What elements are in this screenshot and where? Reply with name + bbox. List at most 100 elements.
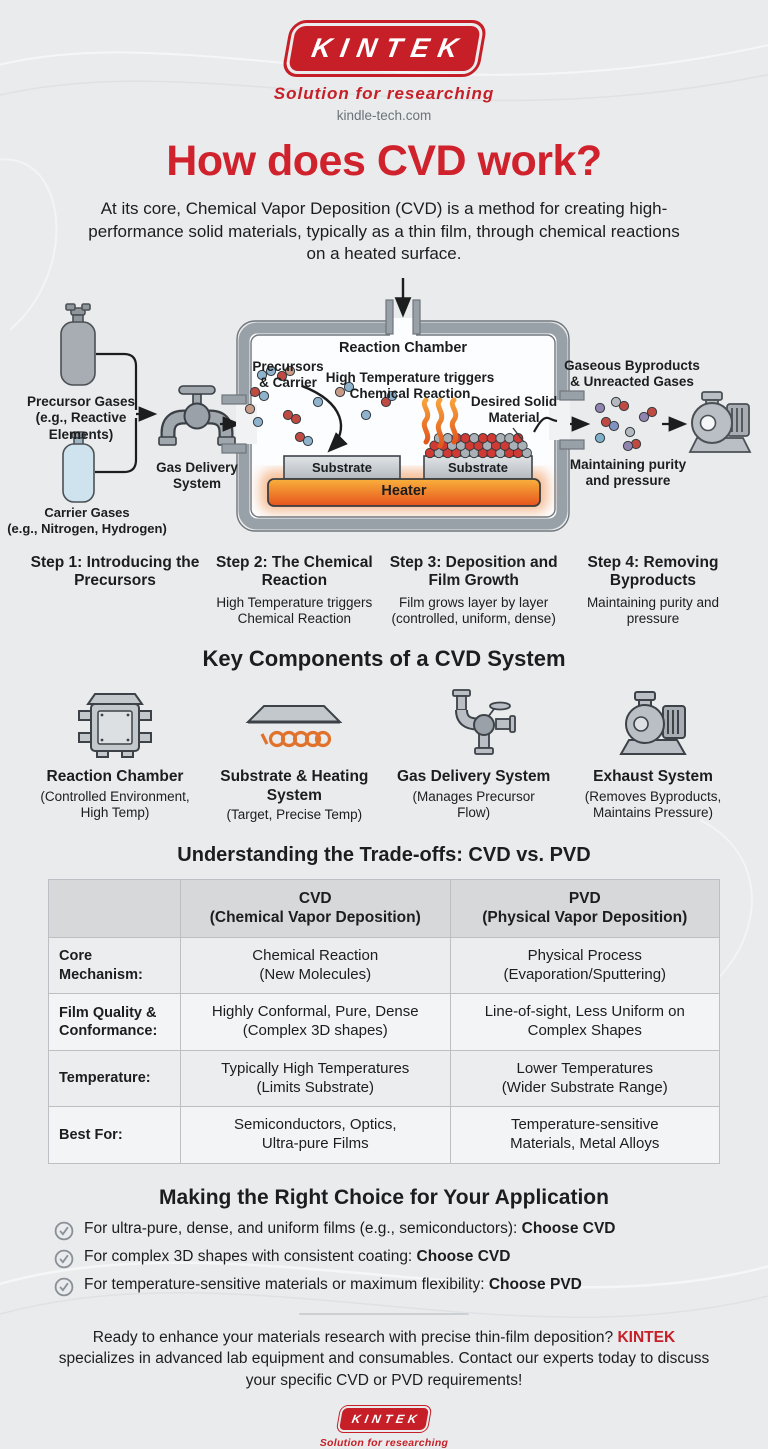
precursor-molecules: [244, 365, 398, 446]
component-desc: (Controlled Environment, High Temp): [40, 788, 190, 821]
row-label: Best For:: [48, 1106, 181, 1164]
row-label: Film Quality & Conformance:: [48, 993, 181, 1051]
component-desc: (Manages Precursor Flow): [412, 788, 535, 821]
cvd-process-diagram: Precursor Gases (e.g., Reactive Elements…: [0, 274, 768, 546]
pvd-column-header: PVD (Physical Vapor Deposition): [449, 879, 720, 938]
exhaust-system-icon: [568, 682, 738, 764]
reaction-chamber-icon: [30, 682, 200, 764]
component-name: Reaction Chamber: [46, 767, 184, 785]
process-diagram-illustration: [60, 277, 752, 532]
substrate-right-label: Substrate: [448, 459, 508, 475]
check-icon: [54, 1221, 74, 1241]
key-components-section: Key Components of a CVD System Reaction …: [0, 646, 768, 824]
tradeoffs-section: Understanding the Trade-offs: CVD vs. PV…: [0, 844, 768, 1164]
step-2-subtitle: High Temperature triggers Chemical React…: [216, 595, 373, 627]
substrate-left-label: Substrate: [312, 459, 372, 475]
row-label: Core Mechanism:: [48, 936, 181, 995]
component-desc: (Target, Precise Temp): [226, 807, 363, 823]
high-temperature-label: High Temperature triggers Chemical React…: [325, 369, 495, 402]
gas-merge-lines: [95, 352, 158, 473]
choice-item: For ultra-pure, dense, and uniform films…: [54, 1220, 714, 1241]
footer-divider: [299, 1312, 469, 1315]
component-reaction-chamber: Reaction Chamber (Controlled Environment…: [30, 682, 200, 824]
tradeoffs-heading: Understanding the Trade-offs: CVD vs. PV…: [177, 844, 591, 867]
header: KINTEK Solution for researching kindle-t…: [0, 0, 768, 123]
check-icon: [54, 1277, 74, 1297]
step-2-title: Step 2: The Chemical Reaction: [215, 553, 373, 590]
step-3-subtitle: Film grows layer by layer (controlled, u…: [391, 595, 556, 627]
check-icon: [54, 1249, 74, 1269]
byproducts-label: Gaseous Byproducts & Unreacted Gases: [564, 357, 700, 390]
footer-cta: Ready to enhance your materials research…: [54, 1327, 714, 1392]
table-row: Best For: Semiconductors, Optics, Ultra-…: [48, 1106, 720, 1164]
precursor-cylinder-icon: [60, 303, 96, 386]
maintaining-label: Maintaining purity and pressure: [569, 456, 687, 489]
pvd-cell: Physical Process (Evaporation/Sputtering…: [449, 936, 720, 995]
step-4-subtitle: Maintaining purity and pressure: [586, 595, 720, 627]
table-row: Film Quality & Conformance: Highly Confo…: [48, 993, 720, 1051]
desired-solid-label: Desired Solid Material: [470, 393, 558, 426]
table-row: Core Mechanism: Chemical Reaction (New M…: [48, 936, 720, 995]
choice-heading: Making the Right Choice for Your Applica…: [159, 1185, 609, 1209]
cvd-column-header: CVD (Chemical Vapor Deposition): [180, 879, 451, 938]
component-exhaust: Exhaust System (Removes Byproducts, Main…: [568, 682, 738, 824]
step-4-title: Step 4: Removing Byproducts: [587, 553, 719, 590]
component-gas-delivery: Gas Delivery System (Manages Precursor F…: [389, 682, 559, 824]
component-name: Substrate & Heating System: [220, 767, 369, 804]
component-name: Exhaust System: [593, 767, 713, 785]
process-steps: Step 1: Introducing the Precursors Step …: [0, 546, 768, 628]
kintek-logo-badge-small: KINTEK: [336, 1404, 432, 1433]
choice-text: For complex 3D shapes with consistent co…: [84, 1247, 511, 1265]
table-row: Temperature: Typically High Temperatures…: [48, 1049, 720, 1108]
pvd-cell: Line-of-sight, Less Uniform on Complex S…: [449, 993, 720, 1051]
choice-list: For ultra-pure, dense, and uniform films…: [54, 1220, 714, 1297]
gas-delivery-label: Gas Delivery System: [156, 459, 238, 492]
byproduct-exit-curve: [533, 416, 558, 433]
step-3: Step 3: Deposition and Film Growth Film …: [387, 554, 561, 628]
choice-section: Making the Right Choice for Your Applica…: [0, 1186, 768, 1297]
table-header-row: CVD (Chemical Vapor Deposition) PVD (Phy…: [48, 879, 720, 938]
step-2: Step 2: The Chemical Reaction High Tempe…: [207, 554, 381, 628]
intro-section: How does CVD work? At its core, Chemical…: [0, 137, 768, 266]
deposition-arrow: [301, 384, 348, 453]
choice-item: For temperature-sensitive materials or m…: [54, 1276, 714, 1297]
pvd-cell: Temperature-sensitive Materials, Metal A…: [449, 1106, 720, 1164]
cvd-cell: Highly Conformal, Pure, Dense (Complex 3…: [180, 993, 451, 1051]
kintek-logo: KINTEK: [0, 20, 768, 77]
step-3-title: Step 3: Deposition and Film Growth: [389, 553, 558, 590]
page-title: How does CVD work?: [166, 137, 602, 185]
table-corner-cell: [48, 879, 181, 938]
cvd-pvd-table: CVD (Chemical Vapor Deposition) PVD (Phy…: [48, 879, 720, 1164]
choice-text: For temperature-sensitive materials or m…: [84, 1275, 582, 1293]
heat-flames-icon: [421, 397, 459, 449]
precursor-gases-label: Precursor Gases (e.g., Reactive Elements…: [26, 393, 136, 442]
cta-brand: KINTEK: [617, 1328, 676, 1346]
reaction-chamber-label: Reaction Chamber: [338, 339, 468, 356]
footer-logo: KINTEK Solution for researching: [0, 1404, 768, 1449]
cvd-cell: Semiconductors, Optics, Ultra-pure Films: [180, 1106, 451, 1164]
heater-label: Heater: [381, 482, 427, 499]
component-substrate-heating: Substrate & Heating System (Target, Prec…: [209, 682, 379, 824]
cvd-cell: Typically High Temperatures (Limits Subs…: [180, 1049, 451, 1108]
gas-delivery-icon: [389, 682, 559, 764]
substrate-heating-icon: [209, 682, 379, 764]
choice-item: For complex 3D shapes with consistent co…: [54, 1248, 714, 1269]
precursors-carrier-label: Precursors & Carrier: [252, 358, 324, 391]
components-heading: Key Components of a CVD System: [202, 645, 566, 671]
choice-text: For ultra-pure, dense, and uniform films…: [84, 1219, 616, 1237]
row-label: Temperature:: [48, 1049, 181, 1108]
component-desc: (Removes Byproducts, Maintains Pressure): [584, 788, 722, 821]
brand-website: kindle-tech.com: [336, 108, 432, 123]
carrier-gases-label: Carrier Gases (e.g., Nitrogen, Hydrogen): [7, 504, 167, 536]
step-1-title: Step 1: Introducing the Precursors: [30, 553, 200, 590]
component-name: Gas Delivery System: [396, 767, 551, 785]
cvd-cell: Chemical Reaction (New Molecules): [180, 936, 451, 995]
carrier-cylinder-icon: [62, 431, 95, 503]
intro-description: At its core, Chemical Vapor Deposition (…: [88, 199, 680, 264]
pvd-cell: Lower Temperatures (Wider Substrate Rang…: [449, 1049, 720, 1108]
step-4: Step 4: Removing Byproducts Maintaining …: [566, 554, 740, 628]
byproduct-molecules: [594, 396, 658, 451]
footer-brand-tagline: Solution for researching: [319, 1436, 449, 1449]
step-1: Step 1: Introducing the Precursors: [28, 554, 202, 628]
kintek-logo-small: KINTEK: [0, 1404, 768, 1433]
